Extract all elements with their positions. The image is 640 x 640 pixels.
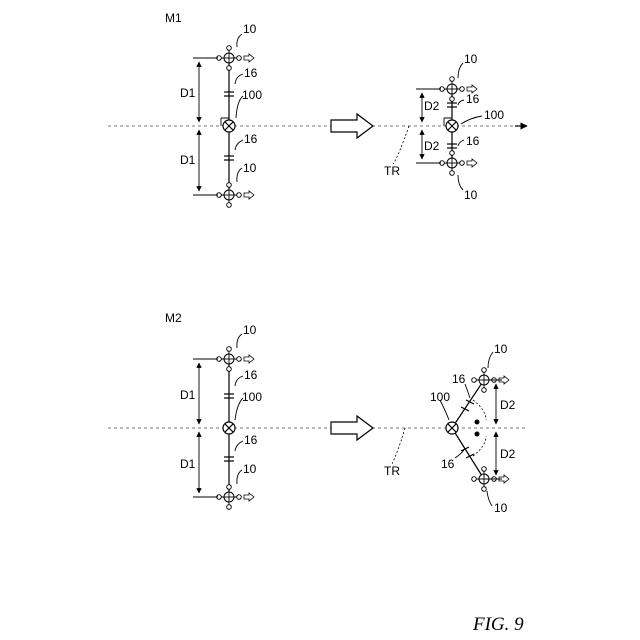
trajectory-label: TR <box>384 464 400 478</box>
link-ref-label: 16 <box>466 92 480 106</box>
panel-label-m2: M2 <box>165 311 182 325</box>
center-vehicle-icon <box>223 120 235 132</box>
center-ref-label: 100 <box>242 88 262 102</box>
drone-icon <box>217 183 254 208</box>
drone-icon <box>440 151 477 176</box>
center-ref-label: 100 <box>484 108 504 122</box>
panel-label-m1: M1 <box>165 11 182 25</box>
drone-ref-label: 10 <box>494 342 508 356</box>
trajectory-label: TR <box>384 164 400 178</box>
angle-dot <box>475 432 480 437</box>
transition-arrow <box>331 416 373 440</box>
center-vehicle-icon <box>446 422 458 434</box>
transition-arrow <box>331 114 373 138</box>
center-ref-label: 100 <box>242 390 262 404</box>
drone-ref-label: 10 <box>243 161 257 175</box>
drone-icon <box>217 485 254 510</box>
distance-label-d2: D2 <box>500 398 516 412</box>
drone-ref-label: 10 <box>494 501 508 515</box>
distance-label-d1: D1 <box>180 86 196 100</box>
link-ref-label: 16 <box>244 433 258 447</box>
center-vehicle-icon <box>223 422 235 434</box>
distance-label-d1: D1 <box>180 388 196 402</box>
center-vehicle-icon <box>446 120 458 132</box>
link-ref-label: 16 <box>244 368 258 382</box>
link-ref-label: 16 <box>244 66 258 80</box>
distance-label-d2: D2 <box>500 447 516 461</box>
drone-ref-label: 10 <box>243 22 257 36</box>
link-ref-label: 16 <box>244 132 258 146</box>
center-ref-label: 100 <box>430 390 450 404</box>
drone-ref-label: 10 <box>243 323 257 337</box>
link-ref-label: 16 <box>441 457 455 471</box>
link-ref-label: 16 <box>466 134 480 148</box>
distance-label-d2: D2 <box>424 139 440 153</box>
distance-label-d1: D1 <box>180 457 196 471</box>
drone-ref-label: 10 <box>464 52 478 66</box>
drone-ref-label: 10 <box>243 462 257 476</box>
angle-dot <box>475 420 480 425</box>
distance-label-d1: D1 <box>180 153 196 167</box>
drone-ref-label: 10 <box>464 188 478 202</box>
panel-m2: M2 D1 D1 10 16 100 16 10 <box>108 311 525 515</box>
link-ref-label: 16 <box>452 372 466 386</box>
distance-label-d2: D2 <box>424 99 440 113</box>
panel-m1: M1 D1 D1 10 16 100 16 10 <box>108 11 527 207</box>
figure-caption: FIG. 9 <box>472 614 524 635</box>
